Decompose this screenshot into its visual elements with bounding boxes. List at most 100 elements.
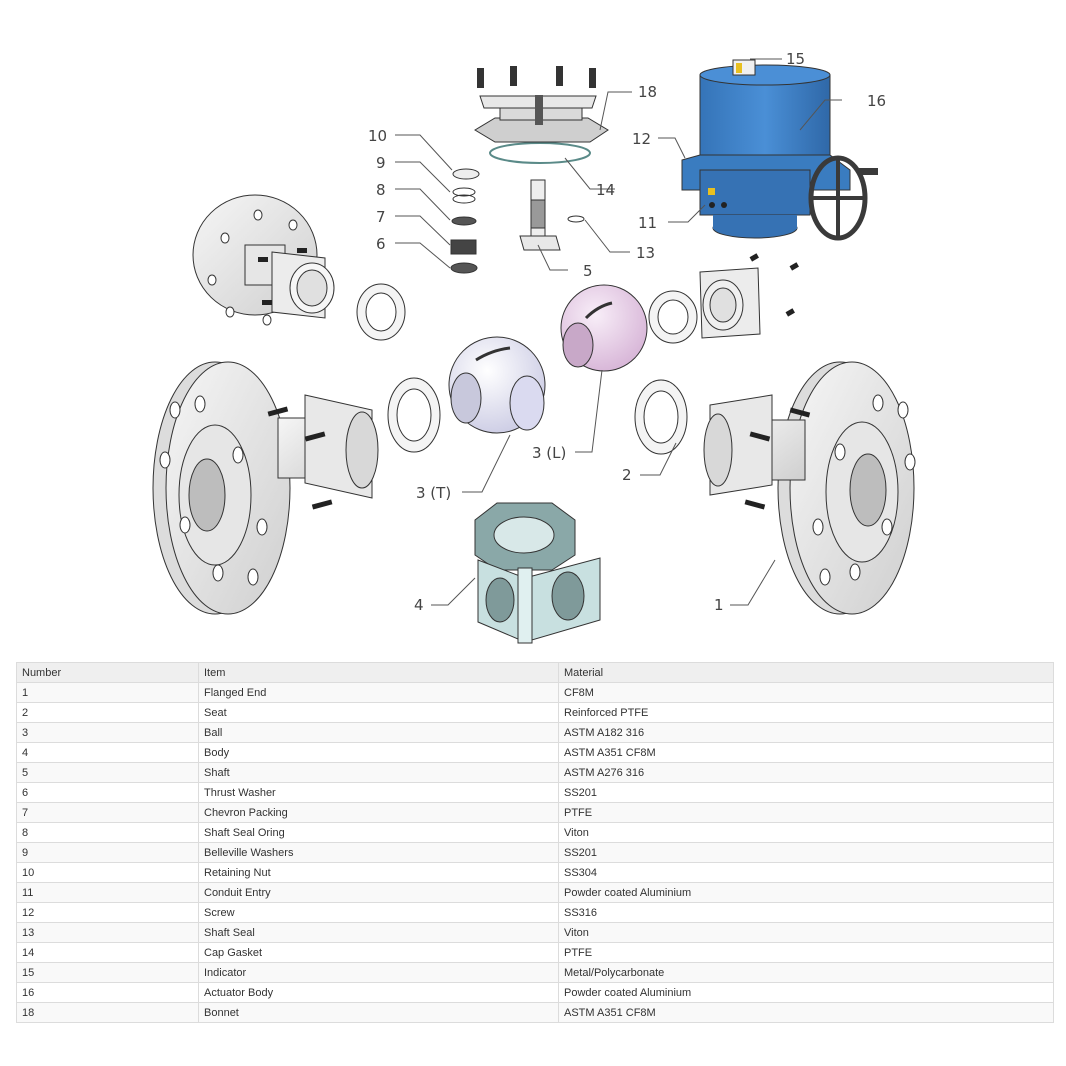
cell-number: 10 <box>16 862 199 883</box>
cell-item: Shaft Seal Oring <box>198 822 559 843</box>
end-cap-upper-right <box>699 253 799 339</box>
flanged-end-right <box>703 361 916 615</box>
cell-item: Ball <box>198 722 559 743</box>
cell-material: Metal/Polycarbonate <box>558 962 1054 983</box>
callout-14: 14 <box>596 181 615 199</box>
cell-item: Bonnet <box>198 1002 559 1023</box>
cell-item: Flanged End <box>198 682 559 703</box>
cell-number: 12 <box>16 902 199 923</box>
cell-material: CF8M <box>558 682 1054 703</box>
ball-l-port <box>560 284 648 372</box>
cell-number: 15 <box>16 962 199 983</box>
cell-item: Body <box>198 742 559 763</box>
cell-item: Conduit Entry <box>198 882 559 903</box>
cell-number: 3 <box>16 722 199 743</box>
column-header-number: Number <box>16 662 199 683</box>
cell-material: ASTM A351 CF8M <box>558 1002 1054 1023</box>
cell-material: SS304 <box>558 862 1054 883</box>
callout-2: 2 <box>622 466 632 484</box>
callout-labels: 10 9 8 7 6 5 13 14 18 15 16 12 11 2 3 (L… <box>368 50 886 614</box>
cell-material: Viton <box>558 922 1054 943</box>
callout-11: 11 <box>638 214 657 232</box>
cell-item: Screw <box>198 902 559 923</box>
cell-number: 18 <box>16 1002 199 1023</box>
cell-number: 1 <box>16 682 199 703</box>
cell-number: 16 <box>16 982 199 1003</box>
cell-material: SS201 <box>558 782 1054 803</box>
cell-item: Chevron Packing <box>198 802 559 823</box>
cell-number: 6 <box>16 782 199 803</box>
callout-15: 15 <box>786 50 805 68</box>
callout-16: 16 <box>867 92 886 110</box>
column-header-material: Material <box>558 662 1054 683</box>
callout-3t: 3 (T) <box>416 484 451 502</box>
callout-6: 6 <box>376 235 386 253</box>
flanged-end-left <box>152 361 379 615</box>
callout-9: 9 <box>376 154 386 172</box>
cell-material: Reinforced PTFE <box>558 702 1054 723</box>
table-header-row: Number Item Material <box>16 662 1054 683</box>
callout-3l: 3 (L) <box>532 444 566 462</box>
cell-material: ASTM A276 316 <box>558 762 1054 783</box>
callout-5: 5 <box>583 262 593 280</box>
cell-number: 8 <box>16 822 199 843</box>
cell-material: Powder coated Aluminium <box>558 982 1054 1003</box>
cell-material: PTFE <box>558 942 1054 963</box>
cell-item: Seat <box>198 702 559 723</box>
cell-number: 5 <box>16 762 199 783</box>
cell-item: Shaft Seal <box>198 922 559 943</box>
cell-material: Viton <box>558 822 1054 843</box>
callout-7: 7 <box>376 208 386 226</box>
cell-item: Belleville Washers <box>198 842 559 863</box>
cell-material: Powder coated Aluminium <box>558 882 1054 903</box>
cell-number: 14 <box>16 942 199 963</box>
callout-13: 13 <box>636 244 655 262</box>
callout-8: 8 <box>376 181 386 199</box>
shaft <box>519 179 561 251</box>
cell-item: Shaft <box>198 762 559 783</box>
cell-number: 11 <box>16 882 199 903</box>
cell-number: 9 <box>16 842 199 863</box>
callout-1: 1 <box>714 596 724 614</box>
callout-4: 4 <box>414 596 424 614</box>
cap-gasket <box>489 142 591 164</box>
callout-18: 18 <box>638 83 657 101</box>
callout-10: 10 <box>368 127 387 145</box>
cell-material: PTFE <box>558 802 1054 823</box>
ball-t-port <box>448 336 546 434</box>
cell-material: ASTM A182 316 <box>558 722 1054 743</box>
electric-actuator <box>681 59 878 241</box>
cell-item: Retaining Nut <box>198 862 559 883</box>
cell-number: 7 <box>16 802 199 823</box>
cell-number: 4 <box>16 742 199 763</box>
packing-stack <box>450 168 585 274</box>
cell-material: SS201 <box>558 842 1054 863</box>
seat-rings <box>356 283 698 455</box>
bonnet <box>474 66 609 143</box>
exploded-valve-diagram: 10 9 8 7 6 5 13 14 18 15 16 12 11 2 3 (L… <box>152 50 916 644</box>
cell-material: SS316 <box>558 902 1054 923</box>
callout-12: 12 <box>632 130 651 148</box>
flanged-end-upper-left <box>192 194 335 326</box>
cell-number: 2 <box>16 702 199 723</box>
valve-body <box>474 502 601 644</box>
cell-item: Indicator <box>198 962 559 983</box>
cell-item: Actuator Body <box>198 982 559 1003</box>
